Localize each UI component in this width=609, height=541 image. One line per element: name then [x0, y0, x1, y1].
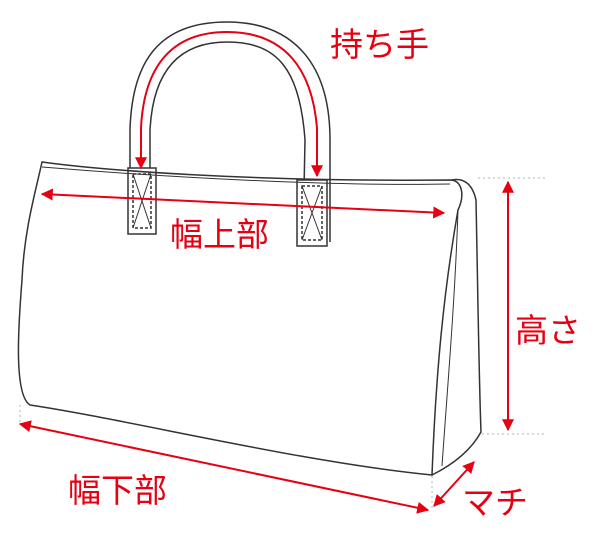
bottom-width-arrow — [18, 420, 430, 514]
handle-label: 持ち手 — [330, 25, 429, 64]
gusset-arrow — [433, 461, 475, 507]
handle-length-arrow — [135, 30, 323, 178]
bag-handle — [129, 21, 331, 242]
bottom-width-label: 幅下部 — [68, 471, 167, 510]
guide-lines — [19, 177, 545, 510]
bag-body — [17, 161, 482, 476]
handle-tab-right — [296, 179, 328, 247]
handle-tab-left — [127, 167, 157, 235]
gusset-label: マチ — [462, 483, 528, 522]
height-label: 高さ — [515, 311, 581, 350]
dimension-arrows — [18, 30, 514, 514]
top-width-arrow — [40, 188, 446, 219]
top-width-label: 幅上部 — [170, 215, 269, 254]
